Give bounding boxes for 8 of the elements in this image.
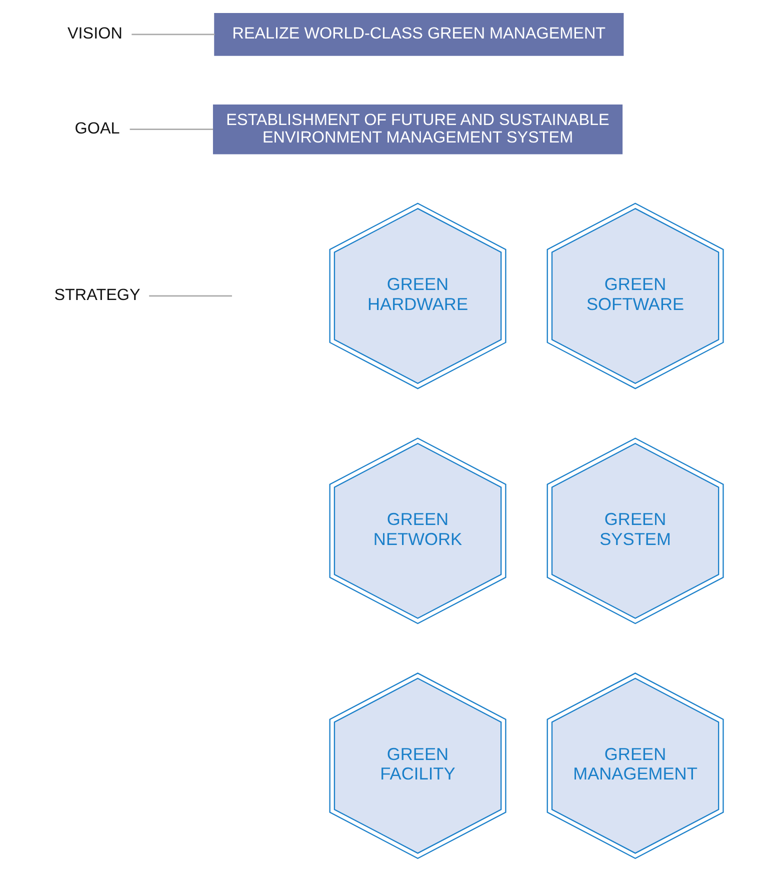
- node-text: GOAL: [74, 119, 120, 138]
- connector: [129, 128, 213, 130]
- node-box: ESTABLISHMENT OF FUTURE AND SUSTAINABLE ENVIRONMENT MANAGEMENT SYSTEM: [212, 104, 622, 154]
- node-text: VISION: [67, 24, 122, 42]
- connector: [148, 294, 232, 296]
- node-text: STRATEGY: [54, 286, 140, 304]
- connector: [131, 33, 214, 35]
- node-box: REALIZE WORLD-CLASS GREEN MANAGEMENT: [214, 12, 624, 56]
